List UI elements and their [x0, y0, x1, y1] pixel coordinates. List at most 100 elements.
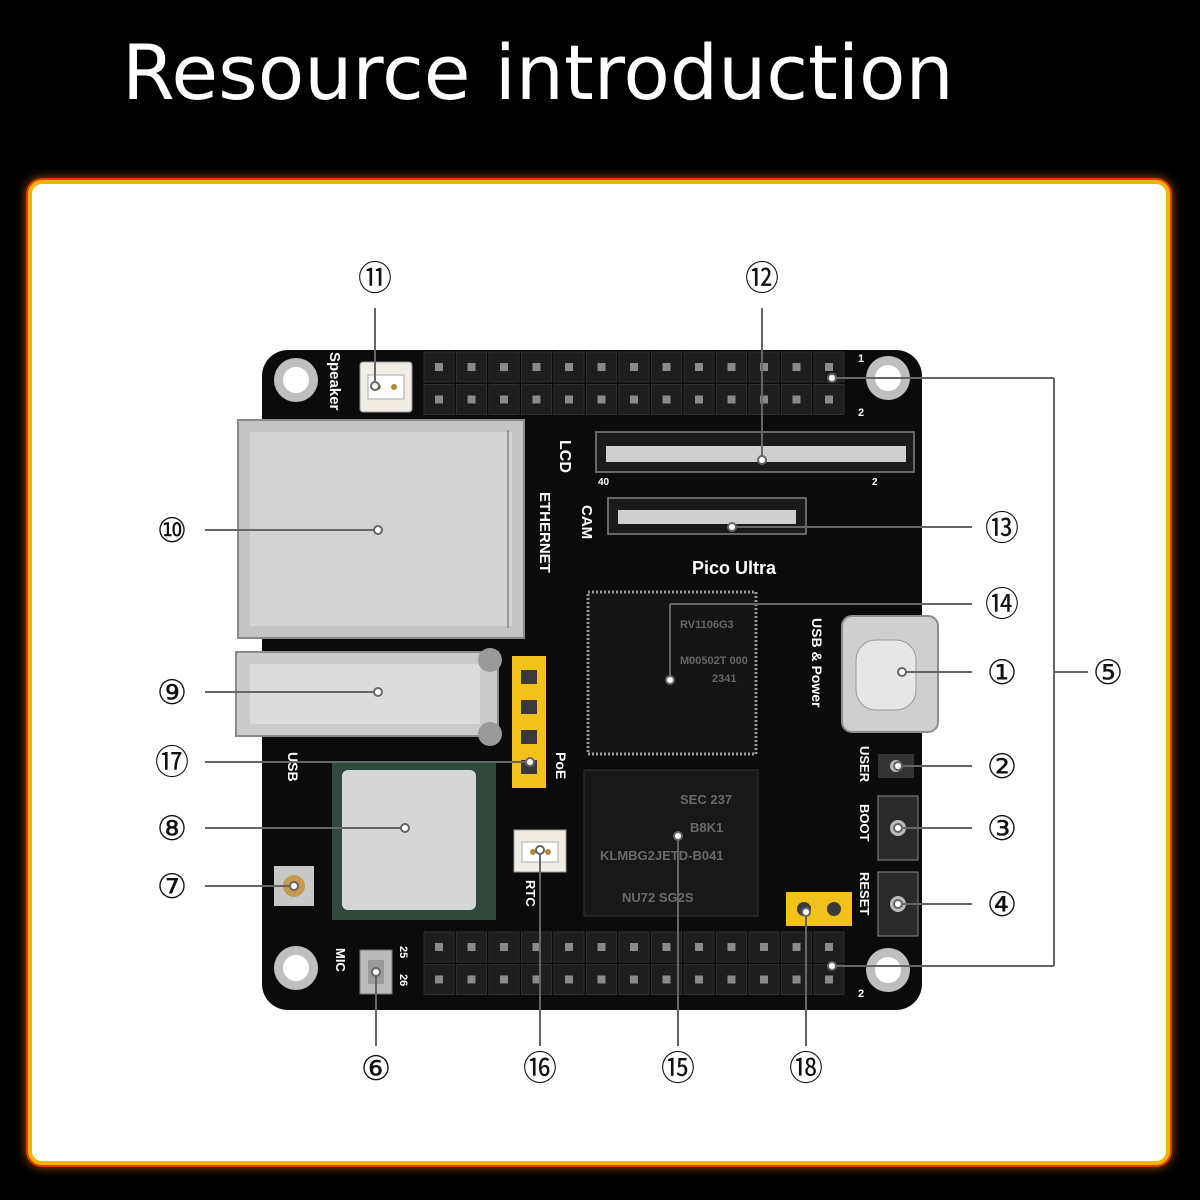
callout-10: ⑩: [157, 511, 187, 551]
camera-fpc-connector: [607, 497, 807, 535]
header-pin-housing: [716, 964, 747, 995]
silk-poe: PoE: [553, 752, 569, 779]
header-pin: [500, 943, 508, 951]
silk-ethernet: ETHERNET: [536, 492, 553, 573]
callout-8: ⑧: [157, 809, 187, 849]
header-pin: [435, 395, 443, 404]
emmc-marking-1: SEC 237: [680, 792, 732, 807]
soc-marking-4: 2341: [712, 673, 736, 685]
header-pin: [630, 395, 638, 404]
soc-marking-3: M00502T 000: [680, 655, 748, 667]
header-pin: [435, 363, 443, 371]
header-pin: [662, 363, 671, 371]
poe-header: [512, 656, 546, 788]
mounting-hole-bottom-left: [274, 946, 318, 990]
header-pin-housing: [651, 384, 682, 415]
header-pin: [435, 975, 443, 984]
header-pin: [825, 395, 833, 404]
silk-brand: Pico Ultra: [692, 558, 777, 578]
header-pin: [597, 395, 606, 404]
silk-reset: RESET: [857, 872, 872, 915]
emmc-marking-3: KLMBG2JETD-B041: [600, 848, 724, 863]
header-pin: [760, 363, 768, 371]
header-pin: [695, 363, 703, 371]
emmc-chip: SEC 237 B8K1 KLMBG2JETD-B041 NU72 SG2S: [583, 769, 759, 917]
header-pin: [662, 975, 671, 984]
silk-bottom-pin-2: 2: [858, 988, 864, 1000]
header-pin-housing: [488, 351, 520, 383]
silk-usb: USB: [285, 752, 301, 782]
silk-top-pin-2: 2: [858, 407, 864, 419]
header-pin: [792, 395, 801, 404]
header-pin: [695, 395, 703, 404]
lcd-fpc-connector: [595, 431, 915, 473]
mounting-hole-top-left: [274, 358, 318, 402]
soc-chip: RV1106G3 M00502T 000 2341: [586, 590, 758, 756]
header-pin: [597, 363, 606, 371]
emmc-marking-4: NU72 SG2S: [622, 890, 694, 905]
speaker-connector: [359, 361, 413, 413]
header-pin: [630, 363, 638, 371]
callout-9: ⑨: [157, 673, 187, 713]
header-pin: [760, 975, 768, 984]
header-pin: [695, 943, 703, 951]
header-pin: [792, 943, 801, 951]
header-pin: [565, 975, 573, 984]
silk-pin-26: 26: [397, 974, 409, 986]
callout-2: ②: [987, 747, 1017, 787]
silk-boot: BOOT: [857, 804, 872, 842]
header-pin: [565, 395, 573, 404]
emmc-marking-2: B8K1: [690, 820, 723, 835]
header-pin: [825, 975, 833, 984]
silk-rtc: RTC: [523, 880, 538, 907]
header-pin: [532, 395, 541, 404]
page-title: Resource introduction: [122, 28, 954, 117]
header-pin: [500, 975, 508, 984]
header-pin-housing: [716, 351, 747, 383]
silk-usb-power: USB & Power: [809, 618, 825, 708]
header-pin: [500, 363, 508, 371]
soc-marking-1: RV1106G3: [680, 619, 734, 631]
header-pin: [467, 943, 476, 951]
callout-17: ⑰: [155, 743, 189, 783]
header-pin: [597, 975, 606, 984]
header-pin: [727, 395, 736, 404]
header-pin: [727, 943, 736, 951]
callout-14: ⑭: [985, 585, 1019, 625]
callout-16: ⑯: [523, 1049, 557, 1089]
header-pin: [435, 943, 443, 951]
header-pin-housing: [553, 384, 585, 415]
header-pin: [760, 395, 768, 404]
header-pin: [727, 363, 736, 371]
silk-speaker: Speaker: [326, 352, 343, 411]
header-pin: [662, 943, 671, 951]
header-pin: [792, 363, 801, 371]
callout-12: ⑫: [745, 259, 779, 299]
leader-lines: [205, 308, 1088, 1046]
header-pin: [532, 363, 541, 371]
header-pin: [532, 975, 541, 984]
silk-pin-25: 25: [397, 946, 409, 958]
header-pin: [467, 975, 476, 984]
silk-fpc-40: 40: [598, 477, 610, 488]
callout-6: ⑥: [361, 1049, 391, 1089]
callout-7: ⑦: [157, 867, 187, 907]
silk-top-pin-1: 1: [858, 353, 864, 365]
header-pin: [695, 975, 703, 984]
header-pin: [565, 943, 573, 951]
usb-c-port: [841, 615, 939, 733]
mounting-hole-bottom-right: [866, 948, 910, 992]
header-pin: [565, 363, 573, 371]
silk-mic: MIC: [333, 948, 348, 972]
reset-jumper: [786, 892, 852, 926]
gpio-header-top: [423, 351, 845, 415]
usb-a-port: [235, 648, 502, 746]
header-pin: [760, 943, 768, 951]
callout-15: ⑮: [661, 1049, 695, 1089]
header-pin: [630, 943, 638, 951]
header-pin-housing: [781, 384, 812, 415]
header-pin: [825, 943, 833, 951]
wifi-module: [332, 762, 496, 920]
header-pin: [792, 975, 801, 984]
